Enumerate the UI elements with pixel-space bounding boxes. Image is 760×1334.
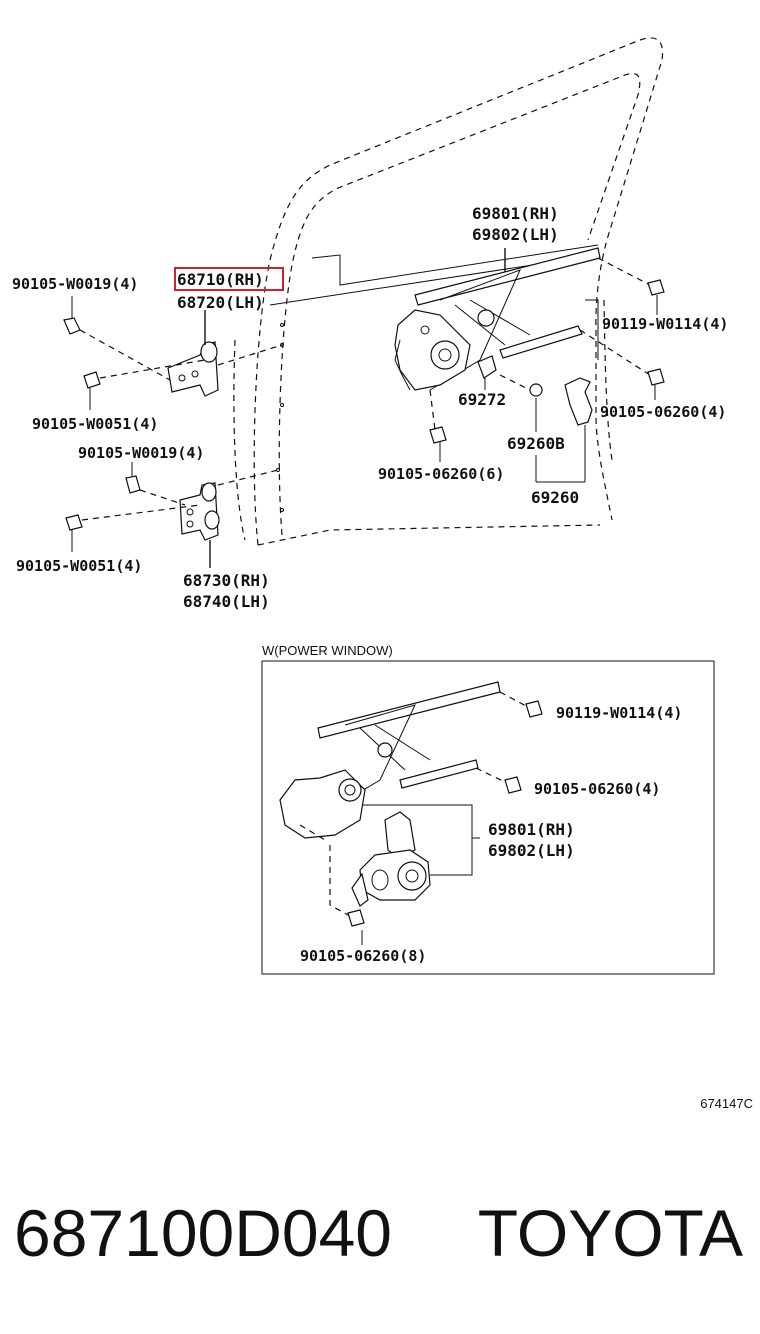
part-label: 68740(LH) [183,592,270,611]
brand-name: TOYOTA [478,1196,743,1270]
part-label: 69801(RH) [472,204,559,223]
bolt-icon [125,462,186,506]
bolt-icon [65,504,201,552]
bolt-label: 90119-W0114(4) [602,315,728,333]
part-label: 69802(LH) [488,841,575,860]
upper-hinge [167,310,219,397]
bolt-icon [647,368,665,386]
bolt-label: 90105-W0051(4) [16,557,142,575]
part-label: 69272 [458,390,506,409]
part-label: 69802(LH) [472,225,559,244]
part-label: 69260B [507,434,565,453]
regulator-leaders [429,248,658,462]
diagram-code: 674147C [700,1096,753,1111]
bolt-icon [647,279,665,296]
inset-frame [261,660,715,975]
bolt-label: 90105-W0019(4) [12,275,138,293]
power-window-regulator [279,681,501,907]
bolt-icon [525,700,543,718]
part-label: 68730(RH) [183,571,270,590]
bolt-label: 90105-W0051(4) [32,415,158,433]
part-number: 687100D040 [14,1196,392,1270]
bolt-icon [63,296,171,381]
washer-69272 [477,355,497,390]
window-regulator [394,247,601,391]
bolt-label: 90105-W0019(4) [78,444,204,462]
part-label-highlighted: 68710(RH) [177,270,264,289]
lower-hinge [179,482,220,568]
bolt-label: 90105-06260(8) [300,947,426,965]
bolt-icon [429,426,447,444]
bolt-label: 90105-06260(4) [600,403,726,421]
bolt-icon [83,359,206,410]
part-label: 69801(RH) [488,820,575,839]
bolt-label: 90105-06260(4) [534,780,660,798]
bolt-icon [504,776,522,794]
part-label: 69260 [531,488,579,507]
door-holes [217,323,284,512]
window-handle [529,377,593,483]
highlight-box [174,267,284,291]
inset-title: W(POWER WINDOW) [262,643,393,658]
bolt-label: 90119-W0114(4) [556,704,682,722]
bolt-label: 90105-06260(6) [378,465,504,483]
bolt-icon [347,909,365,927]
part-label: 68720(LH) [177,293,264,312]
inset-leaders [299,691,527,945]
